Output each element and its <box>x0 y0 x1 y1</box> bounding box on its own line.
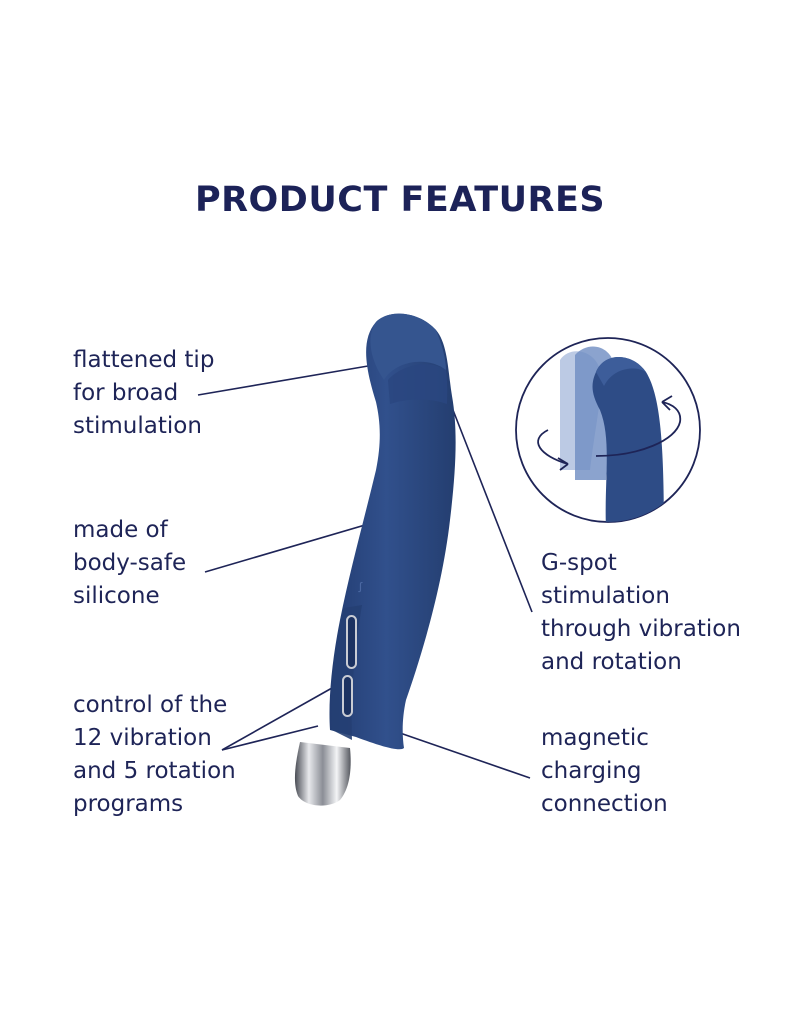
control-button-top <box>346 615 357 669</box>
feature-text: body-safe <box>73 550 187 576</box>
rotate-arrow-right-icon <box>595 401 682 457</box>
feature-text: charging <box>541 758 642 784</box>
feature-text: made of <box>73 517 168 543</box>
feature-flattened-tip: flattened tip for broad stimulation <box>73 344 214 443</box>
callout-line-tip <box>197 365 369 396</box>
control-button-bottom <box>342 675 353 717</box>
feature-control-programs: control of the 12 vibration and 5 rotati… <box>73 689 236 821</box>
feature-text: through vibration <box>541 616 741 642</box>
callout-line-control-a <box>221 687 333 751</box>
feature-text: and 5 rotation <box>73 758 236 784</box>
feature-text: for broad <box>73 380 179 406</box>
feature-body-safe-silicone: made of body-safe silicone <box>73 514 186 613</box>
rotate-arrow-left-icon <box>537 429 569 465</box>
feature-g-spot-stimulation: G-spot stimulation through vibration and… <box>541 547 741 679</box>
callout-line-gspot <box>452 409 533 613</box>
callout-line-control-b <box>221 725 319 751</box>
feature-text: stimulation <box>541 583 670 609</box>
feature-text: G-spot <box>541 550 617 576</box>
feature-text: 12 vibration <box>73 725 212 751</box>
feature-text: magnetic <box>541 725 649 751</box>
callout-lines <box>197 365 533 779</box>
callout-line-silicone <box>204 519 383 573</box>
feature-text: programs <box>73 791 184 817</box>
feature-text: silicone <box>73 583 160 609</box>
feature-text: control of the <box>73 692 228 718</box>
feature-magnetic-charging: magnetic charging connection <box>541 722 668 821</box>
product-vibrator: ꭍ <box>294 313 456 806</box>
feature-text: connection <box>541 791 668 817</box>
page-title: PRODUCT FEATURES <box>194 180 606 220</box>
brand-logo-mark: ꭍ <box>358 581 363 596</box>
rotation-inset <box>515 337 701 523</box>
product-body <box>329 313 456 750</box>
feature-text: and rotation <box>541 649 682 675</box>
feature-text: stimulation <box>73 413 202 439</box>
chrome-cap <box>294 742 351 806</box>
feature-text: flattened tip <box>73 347 215 373</box>
callout-line-magnetic <box>399 732 531 779</box>
